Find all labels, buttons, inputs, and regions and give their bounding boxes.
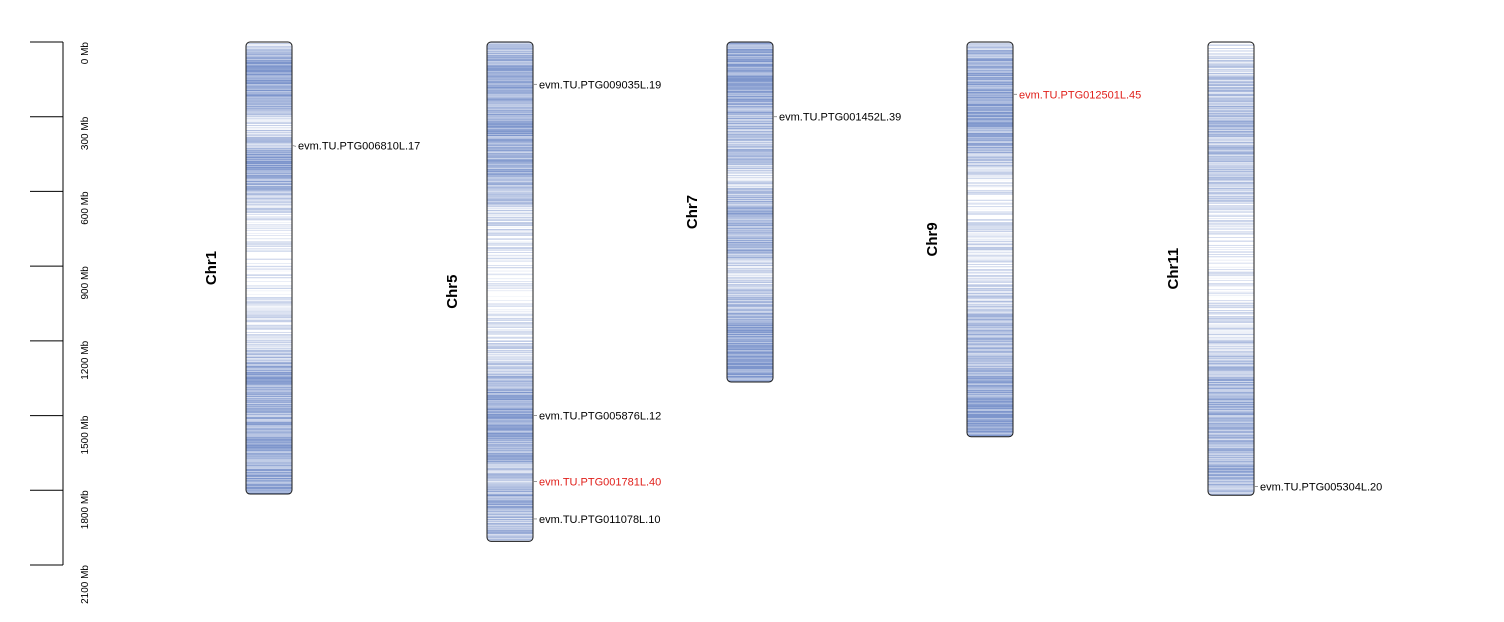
gene-marker: evm.TU.PTG005304L.20	[1254, 482, 1382, 494]
gene-label: evm.TU.PTG009035L.19	[539, 79, 661, 91]
gene-marker: evm.TU.PTG001781L.40	[533, 477, 661, 489]
chromosome-outline	[1207, 41, 1255, 496]
scale-tick-label: 1500 Mb	[80, 415, 91, 454]
chromosome-label: Chr1	[203, 251, 220, 285]
gene-label: evm.TU.PTG012501L.45	[1019, 89, 1141, 101]
scale-tick-label: 300 Mb	[80, 116, 91, 150]
gene-marker: evm.TU.PTG012501L.45	[1013, 89, 1141, 101]
gene-marker: evm.TU.PTG001452L.39	[773, 112, 901, 124]
chromosome-density-bands	[727, 42, 773, 382]
chromosome-chr5: Chr5 evm.TU.PTG009035L.19 evm.TU.PTG005876…	[444, 41, 661, 542]
chromosome-density-bands	[487, 42, 533, 542]
scale-tick-label: 600 Mb	[80, 191, 91, 225]
scale-tick-label: 0 Mb	[80, 42, 91, 65]
chromosome-outline	[726, 41, 774, 383]
chromosome-outline	[245, 41, 293, 495]
chromosome-density-bands	[246, 42, 292, 495]
chromosome-label: Chr7	[684, 195, 701, 229]
gene-label: evm.TU.PTG001452L.39	[779, 112, 901, 124]
chromosome-label: Chr11	[1165, 248, 1182, 290]
gene-label: evm.TU.PTG006810L.17	[298, 140, 420, 152]
gene-label: evm.TU.PTG001781L.40	[539, 477, 661, 489]
gene-label: evm.TU.PTG011078L.10	[539, 514, 660, 526]
scale-tick-label: 1200 Mb	[80, 340, 91, 379]
gene-label: evm.TU.PTG005876L.12	[539, 411, 661, 423]
gene-marker: evm.TU.PTG006810L.17	[291, 140, 420, 152]
chromosome-outline	[486, 41, 534, 542]
chromosome-density-bands	[967, 42, 1013, 437]
scale-axis: 0 Mb 300 Mb 600 Mb 900 Mb 1200 Mb 1500 Mb 1800…	[30, 41, 91, 604]
scale-tick-label: 1800 Mb	[80, 490, 91, 529]
gene-marker: evm.TU.PTG009035L.19	[533, 79, 661, 91]
gene-marker: evm.TU.PTG005876L.12	[533, 411, 661, 423]
chromosome-chr11: Chr11 evm.TU.PTG005304L.20	[1165, 41, 1382, 496]
gene-marker: evm.TU.PTG011078L.10	[533, 514, 660, 526]
chromosome-label: Chr9	[924, 222, 941, 256]
gene-connector	[291, 144, 297, 147]
chromosome-chr9: Chr9 evm.TU.PTG012501L.45	[924, 41, 1141, 438]
chromosome-chr1: Chr1 evm.TU.PTG006810L.17	[203, 41, 420, 495]
gene-label: evm.TU.PTG005304L.20	[1260, 482, 1382, 494]
scale-tick-label: 2100 Mb	[80, 565, 91, 604]
chromosome-outline	[966, 41, 1014, 438]
chromosome-label: Chr5	[444, 275, 461, 309]
chromosome-density-bands	[1208, 42, 1254, 496]
chromosome-chr7: Chr7 evm.TU.PTG001452L.39	[684, 41, 901, 383]
scale-tick-label: 900 Mb	[80, 266, 91, 300]
